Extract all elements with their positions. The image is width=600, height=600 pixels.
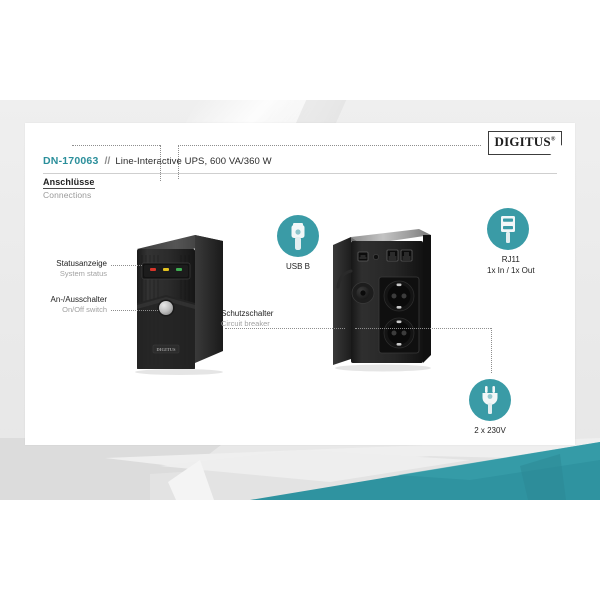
icon-bubble-power-plug[interactable]: 2 x 230V [469,379,511,437]
callout-status-indicator: Statusanzeige System status [17,259,107,279]
icon-bubble-rj11[interactable]: RJ11 1x In / 1x Out [487,208,535,276]
decorative-wedges [0,430,600,500]
power-plug-icon [469,379,511,421]
rj11-caption: RJ11 1x In / 1x Out [487,255,535,276]
content-card: DIGITUS® DN-170063//Line-Interactive UPS… [25,123,575,445]
callout-power-switch: An-/Ausschalter On/Off switch [17,295,107,315]
rj11-label: RJ11 [501,255,520,264]
icon-bubble-usb-b[interactable]: USB B [277,215,319,273]
led-red [150,268,156,271]
leader-line-usb-v [160,145,161,181]
usb-b-icon [277,215,319,257]
slide-background: DIGITUS® DN-170063//Line-Interactive UPS… [0,100,600,500]
ups-back-view [325,223,435,380]
callout-label-en: Circuit breaker [221,319,270,328]
digitus-logo: DIGITUS® [488,131,562,155]
sku-header: DN-170063 // Line-Interactive UPS, 600 VA/… [43,151,557,174]
callout-label-de: Schutzschalter [221,309,274,318]
rj11-icon [487,208,529,250]
usb-b-caption: USB B [285,262,310,271]
logo-trademark-icon: ® [550,136,556,143]
sku-number: DN-170063 [43,155,99,167]
leader-line-usb-h [72,145,160,146]
callout-circuit-breaker: Schutzschalter Circuit breaker [221,309,291,329]
power-plug-caption: 2 x 230V [474,426,506,435]
callout-label-en: System status [59,269,107,278]
section-title-en: Connections [43,190,92,200]
callout-label-de: An-/Ausschalter [50,295,107,304]
leader-line-rj11-h [178,145,481,146]
leader-line-status [111,265,142,266]
svg-text:DIGITUS: DIGITUS [156,347,176,352]
callout-label-en: On/Off switch [62,305,107,314]
rj11-sublabel: 1x In / 1x Out [487,265,535,275]
logo-wordmark: DIGITUS® [488,134,562,150]
callout-label-de: Statusanzeige [56,259,107,268]
leader-line-plug-h [355,328,491,329]
ups-front-view: DIGITUS [133,233,225,380]
logo-frame [488,131,562,155]
led-green [176,268,182,271]
product-description: Line-Interactive UPS, 600 VA/360 W [115,156,272,167]
section-title-de: Anschlüsse [43,177,95,189]
leader-line-rj11-v [178,145,179,179]
sku-separator: // [104,155,111,167]
led-amber [163,268,169,271]
leader-line-plug-v [491,328,492,373]
leader-line-power-switch [111,310,158,311]
logo-text: DIGITUS [494,134,551,149]
leader-line-circuit-breaker [225,328,345,329]
